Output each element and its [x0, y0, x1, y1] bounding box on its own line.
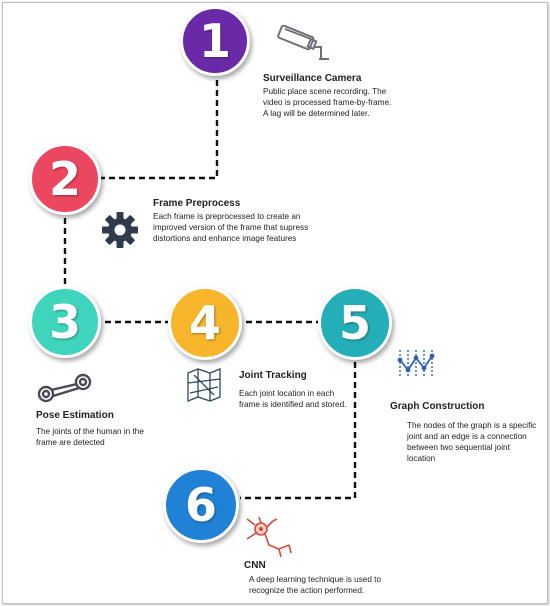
gear-icon: [102, 212, 138, 248]
step-1-number: 1: [198, 14, 231, 68]
step-1-description: Public place scene recording. The video …: [263, 87, 392, 119]
map-icon: [187, 368, 221, 402]
step-5-number: 5: [338, 296, 371, 350]
connector-5-6: [240, 322, 357, 500]
step-2-number: 2: [48, 152, 81, 206]
step-4-number: 4: [188, 296, 221, 350]
step-3-number: 3: [48, 295, 81, 349]
neuron-icon: [246, 516, 292, 558]
step-5-title: Graph Construction: [390, 401, 485, 412]
step-2-description: Each frame is preprocessed to create an …: [153, 212, 309, 244]
step-4-circle: 4: [168, 286, 242, 360]
step-1-title: Surveillance Camera: [263, 73, 362, 84]
step-5-description: The nodes of the graph is a specific joi…: [407, 421, 537, 464]
connector-1-2: [98, 50, 219, 180]
step-1-circle: 1: [180, 6, 250, 76]
step-3-description: The joints of the human in the frame are…: [36, 427, 144, 448]
step-4-description: Each joint location in each frame is ide…: [239, 389, 347, 410]
cctv-camera-icon: [277, 25, 329, 60]
step-6-circle: 6: [163, 467, 239, 543]
step-6-description: A deep learning technique is used to rec…: [249, 575, 382, 596]
step-3-circle: 3: [29, 286, 101, 358]
step-4-title: Joint Tracking: [239, 370, 307, 381]
step-5-circle: 5: [318, 286, 392, 360]
step-2-title: Frame Preprocess: [153, 198, 241, 209]
step-3-title: Pose Estimation: [36, 410, 114, 421]
step-2-circle: 2: [29, 143, 101, 215]
steam-joint-icon: [37, 373, 92, 403]
step-6-title: CNN: [244, 560, 266, 571]
graph-chart-icon: [397, 350, 435, 378]
step-6-number: 6: [184, 478, 217, 532]
